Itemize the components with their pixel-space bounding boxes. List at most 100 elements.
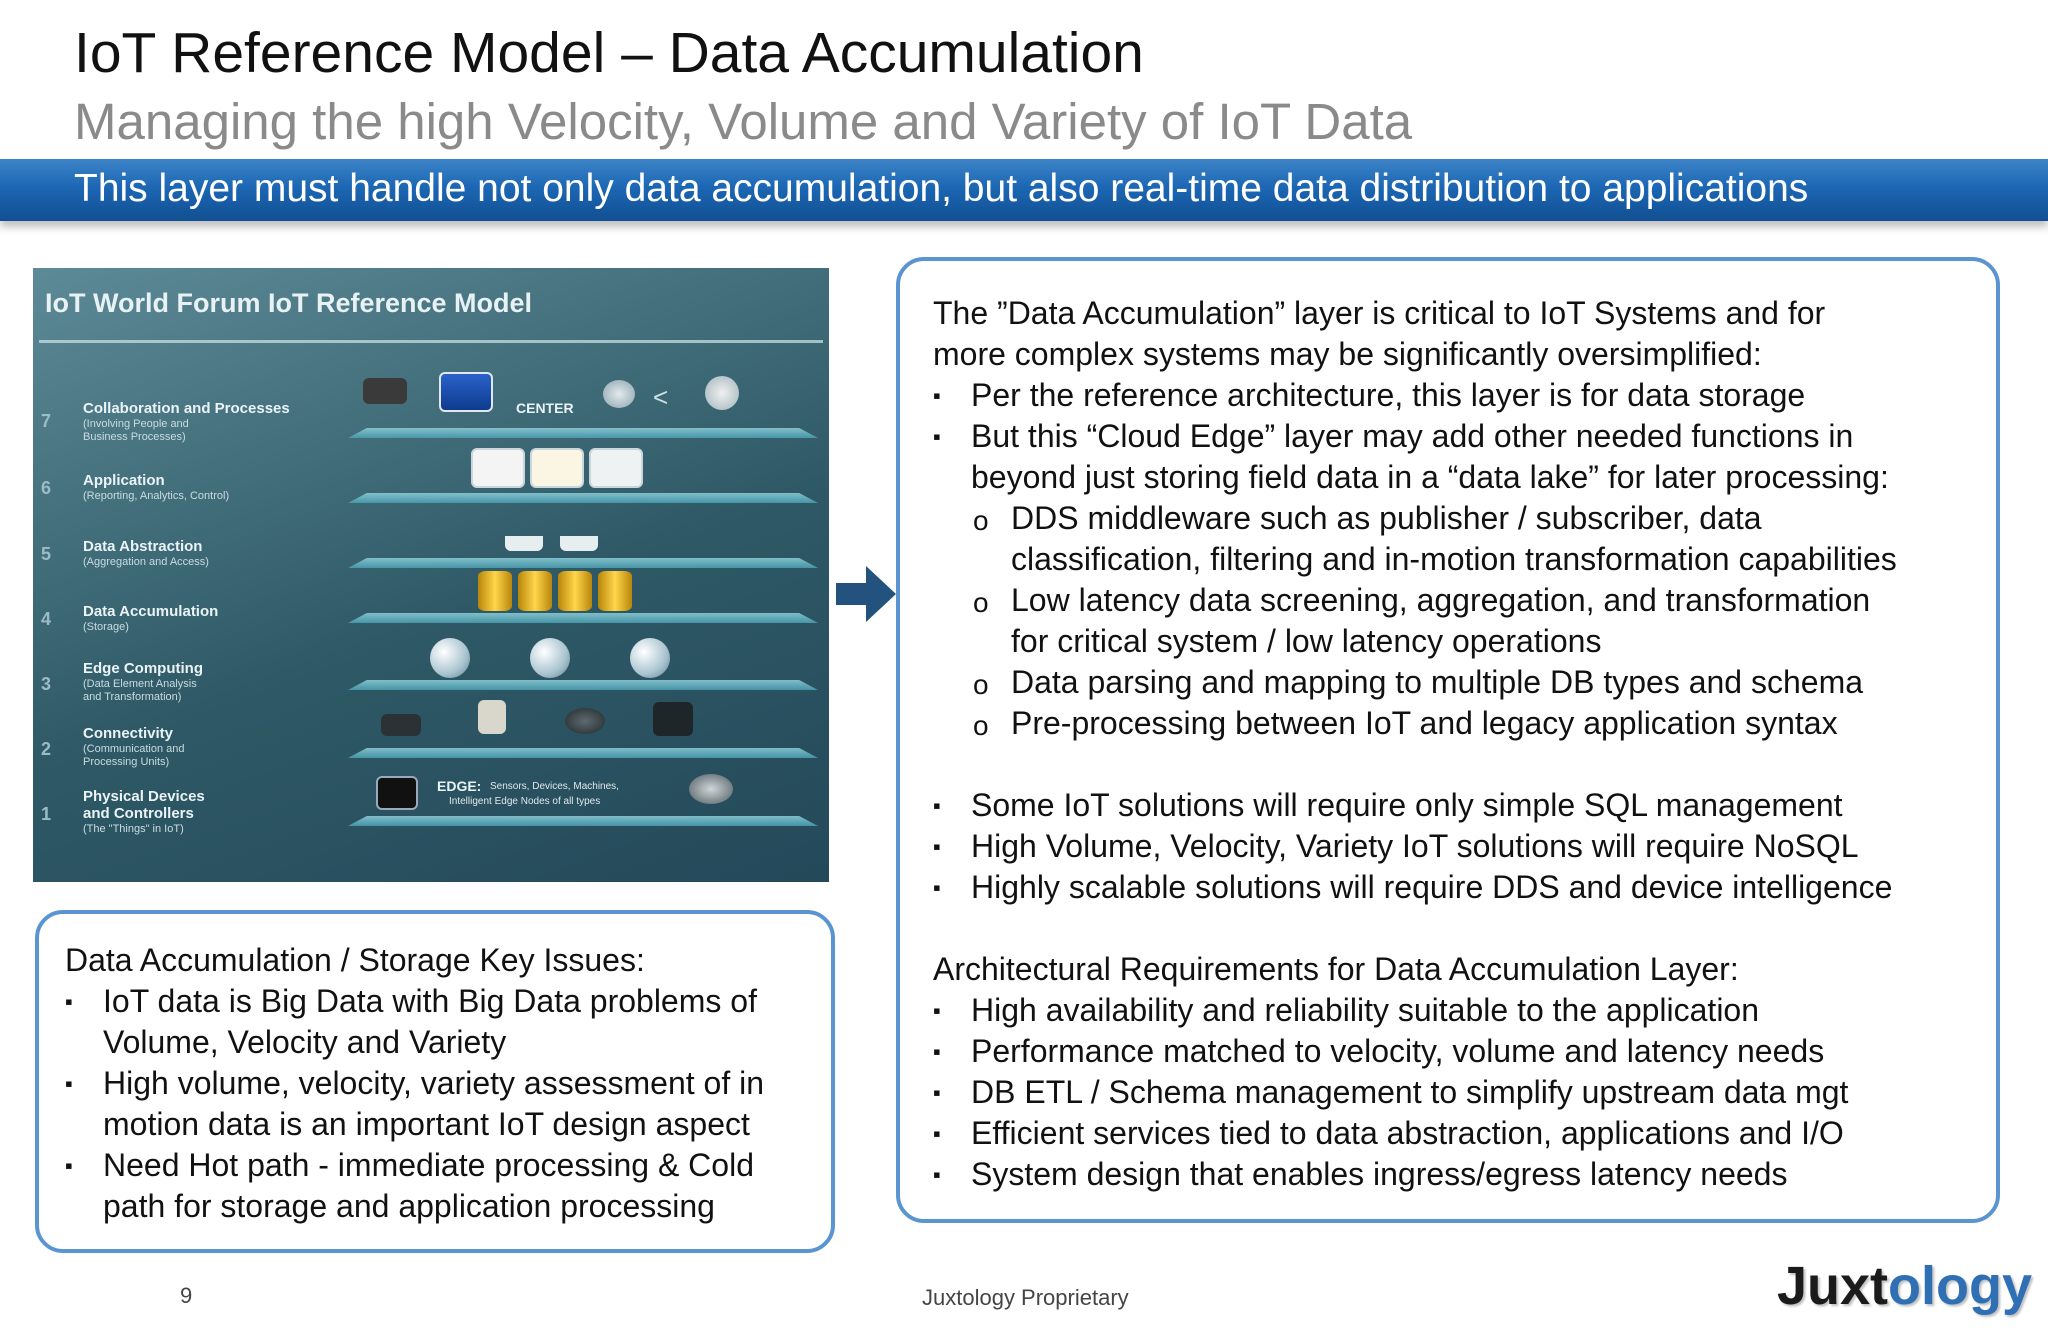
page-number: 9: [180, 1283, 193, 1308]
gauge-chart-icon: [471, 448, 525, 488]
circle-bullet-icon: o: [973, 505, 989, 536]
layer-sub: (Storage): [83, 621, 129, 633]
list-item: ▪IoT data is Big Data with Big Data prob…: [65, 981, 764, 1022]
center-label: CENTER: [516, 400, 574, 416]
layer-name: and Controllers: [83, 805, 194, 822]
figure-title: IoT World Forum IoT Reference Model: [45, 288, 533, 318]
sub-list-item-continuation: classification, filtering and in-motion …: [1011, 541, 1897, 577]
layer-number: 4: [41, 609, 52, 629]
list-item: ▪But this “Cloud Edge” layer may add oth…: [933, 416, 1897, 457]
juxtology-logo: Juxtology: [1777, 1256, 2033, 1316]
switch-icon: [478, 700, 506, 734]
layer-sub: Processing Units): [83, 756, 170, 768]
list-item: ▪High volume, velocity, variety assessme…: [65, 1063, 764, 1104]
list-item-continuation: path for storage and application process…: [103, 1188, 715, 1224]
banner-text: This layer must handle not only data acc…: [74, 167, 1809, 210]
sensor-icon: [376, 776, 418, 810]
layer-shelf: [348, 428, 818, 438]
layer-shelf: [348, 493, 818, 503]
list-item-continuation: motion data is an important IoT design a…: [103, 1106, 750, 1142]
dashboard-icon: [589, 448, 643, 488]
layer-name: Application: [83, 472, 165, 489]
key-issues-box: Data Accumulation / Storage Key Issues: …: [35, 910, 835, 1253]
database-icon: [518, 571, 552, 611]
layer-shelf: [348, 558, 818, 568]
gear-icon: [705, 376, 739, 410]
list-item: ▪Efficient services tied to data abstrac…: [933, 1113, 1897, 1154]
layer-name: Connectivity: [83, 725, 174, 742]
database-icon: [478, 571, 512, 611]
slide-subtitle: Managing the high Velocity, Volume and V…: [74, 93, 1413, 150]
bullet-icon: ▪: [933, 1080, 941, 1105]
layer-number: 7: [41, 411, 52, 431]
monitor-icon: [439, 372, 493, 412]
bullet-icon: ▪: [933, 1121, 941, 1146]
figure-divider: [39, 340, 823, 343]
list-item: ▪DB ETL / Schema management to simplify …: [933, 1072, 1897, 1113]
layer-shelf: [348, 613, 818, 623]
intro-text: more complex systems may be significantl…: [933, 336, 1762, 372]
bullet-icon: ▪: [933, 834, 941, 859]
spacer: [933, 908, 1897, 949]
machine-icon: [689, 774, 733, 804]
line-chart-icon: [530, 448, 584, 488]
slide-title: IoT Reference Model – Data Accumulation: [74, 21, 1144, 85]
database-icon: [558, 571, 592, 611]
layer-shelf: [348, 748, 818, 758]
reference-model-figure: IoT World Forum IoT Reference Model 7 Co…: [33, 268, 829, 882]
list-item: ▪High Volume, Velocity, Variety IoT solu…: [933, 826, 1897, 867]
layer-number: 5: [41, 544, 52, 564]
bullet-icon: ▪: [65, 1153, 73, 1178]
list-item-continuation: beyond just storing field data in a “dat…: [971, 459, 1889, 495]
list-item-continuation: Volume, Velocity and Variety: [103, 1024, 507, 1060]
hub-icon: [565, 708, 605, 734]
data-abstraction-icon: [505, 513, 543, 551]
banner: This layer must handle not only data acc…: [0, 159, 2048, 221]
circle-bullet-icon: o: [973, 710, 989, 741]
video-camera-icon: [363, 378, 407, 404]
circle-bullet-icon: o: [973, 587, 989, 618]
layer-number: 6: [41, 478, 52, 498]
bullet-icon: ▪: [65, 989, 73, 1014]
bullet-icon: ▪: [933, 998, 941, 1023]
proprietary-notice: Juxtology Proprietary: [922, 1285, 1129, 1310]
globe-icon: [530, 638, 570, 678]
layer-shelf: [348, 816, 818, 826]
layer-sub: (Involving People and: [83, 418, 189, 430]
data-abstraction-icon: [560, 513, 598, 551]
bullet-icon: ▪: [933, 383, 941, 408]
layer-shelf: [348, 680, 818, 690]
layer-sub: (The "Things" in IoT): [83, 823, 184, 835]
list-item: ▪System design that enables ingress/egre…: [933, 1154, 1897, 1195]
layer-sub: and Transformation): [83, 691, 182, 703]
wireless-icon: [603, 380, 635, 408]
edge-text: Sensors, Devices, Machines,: [490, 781, 619, 792]
bullet-icon: ▪: [933, 424, 941, 449]
globe-icon: [630, 638, 670, 678]
layer-sub: (Data Element Analysis: [83, 678, 197, 690]
router-icon: [381, 714, 421, 736]
intro-text: The ”Data Accumulation” layer is critica…: [933, 295, 1826, 331]
layer-name: Data Abstraction: [83, 538, 203, 555]
sub-list-item-continuation: for critical system / low latency operat…: [1011, 623, 1602, 659]
layer-sub: (Reporting, Analytics, Control): [83, 490, 230, 502]
layer-name: Edge Computing: [83, 660, 203, 677]
layer-name: Data Accumulation: [83, 603, 219, 620]
data-accumulation-box: The ”Data Accumulation” layer is critica…: [896, 257, 2000, 1223]
list-item: ▪Need Hot path - immediate processing & …: [65, 1145, 764, 1186]
layer-number: 3: [41, 674, 52, 694]
circle-bullet-icon: o: [973, 669, 989, 700]
key-issues-heading: Data Accumulation / Storage Key Issues:: [65, 942, 645, 978]
bullet-icon: ▪: [933, 875, 941, 900]
layer-number: 1: [41, 804, 52, 824]
share-icon: <: [653, 382, 669, 412]
list-item: ▪High availability and reliability suita…: [933, 990, 1897, 1031]
bullet-icon: ▪: [933, 1039, 941, 1064]
server-icon: [653, 702, 693, 736]
list-item: ▪Some IoT solutions will require only si…: [933, 785, 1897, 826]
list-item: ▪Performance matched to velocity, volume…: [933, 1031, 1897, 1072]
